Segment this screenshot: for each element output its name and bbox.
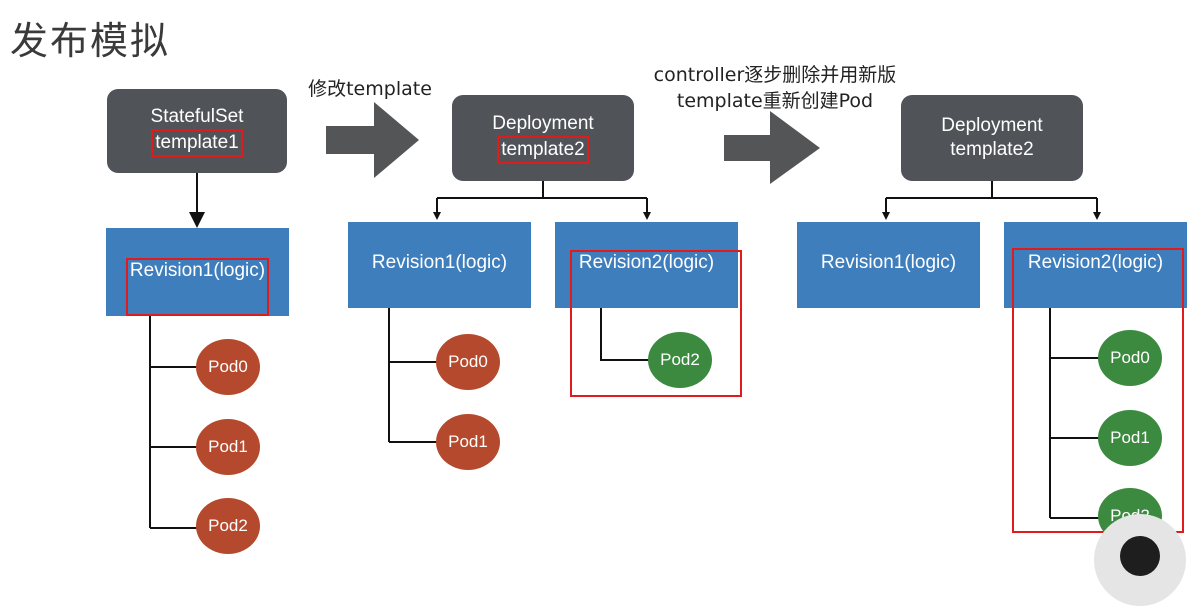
stage2-revision2-box: Revision2(logic) xyxy=(555,222,738,308)
statefulset-box: StatefulSet template1 xyxy=(107,89,287,173)
stage3-pod-tree xyxy=(1049,308,1100,519)
avatar-silhouette-icon xyxy=(1120,536,1160,576)
stage2-old-pod: Pod1 xyxy=(436,414,500,470)
stage1-pod-tree xyxy=(149,316,200,529)
stage1-pod: Pod2 xyxy=(196,498,260,554)
stage3-highlight-frame xyxy=(1012,248,1184,533)
stage2-old-pod: Pod0 xyxy=(436,334,500,390)
arrow-step2-icon xyxy=(724,111,820,184)
page-title: 发布模拟 xyxy=(10,19,171,63)
statefulset-label: StatefulSet xyxy=(150,106,244,127)
stage1-revision-box: Revision1(logic) xyxy=(106,228,289,316)
stage2-revision1-box: Revision1(logic) xyxy=(348,222,531,308)
stage1-pod: Pod1 xyxy=(196,419,260,475)
stage3-connector xyxy=(885,181,1098,214)
stage2-highlight-frame xyxy=(570,250,742,397)
stage3-template-label: template2 xyxy=(950,139,1034,160)
stage3-revision2-label: Revision2(logic) xyxy=(1027,252,1164,273)
stage3-deployment-box: Deployment template2 xyxy=(901,95,1083,181)
stage2-pod-tree-b xyxy=(600,308,650,361)
stage2-new-pod: Pod2 xyxy=(648,332,712,388)
stage3-revision1-label: Revision1(logic) xyxy=(820,252,957,273)
stage2-connector xyxy=(436,181,648,214)
stage2-deployment-box: Deployment template2 xyxy=(452,95,634,181)
stage3-new-pod: Pod0 xyxy=(1098,330,1162,386)
caption-step2-line2: template重新创建Pod xyxy=(676,90,874,112)
caption-step1: 修改template xyxy=(308,78,432,100)
stage2-revision2-label: Revision2(logic) xyxy=(578,252,715,273)
stage1-pod: Pod0 xyxy=(196,339,260,395)
stage2-deployment-label: Deployment xyxy=(492,113,594,134)
stage3-revision1-box: Revision1(logic) xyxy=(797,222,980,308)
stage3-deployment-label: Deployment xyxy=(941,115,1043,136)
stage1-revision-label: Revision1(logic) xyxy=(125,258,270,316)
stage3-revision2-box: Revision2(logic) xyxy=(1004,222,1187,308)
stage2-pod-tree-a xyxy=(388,308,440,443)
stage2-revision1-label: Revision1(logic) xyxy=(371,252,508,273)
caption-step2-line1: controller逐步删除并用新版 xyxy=(653,64,897,86)
connector-lines xyxy=(149,102,1101,529)
stage3-new-pod: Pod1 xyxy=(1098,410,1162,466)
caption-step2: controller逐步删除并用新版 template重新创建Pod xyxy=(630,62,920,114)
template2-label: template2 xyxy=(497,136,589,164)
arrow-step1-icon xyxy=(326,102,419,178)
template1-label: template1 xyxy=(151,129,243,157)
presenter-avatar xyxy=(1094,514,1186,606)
